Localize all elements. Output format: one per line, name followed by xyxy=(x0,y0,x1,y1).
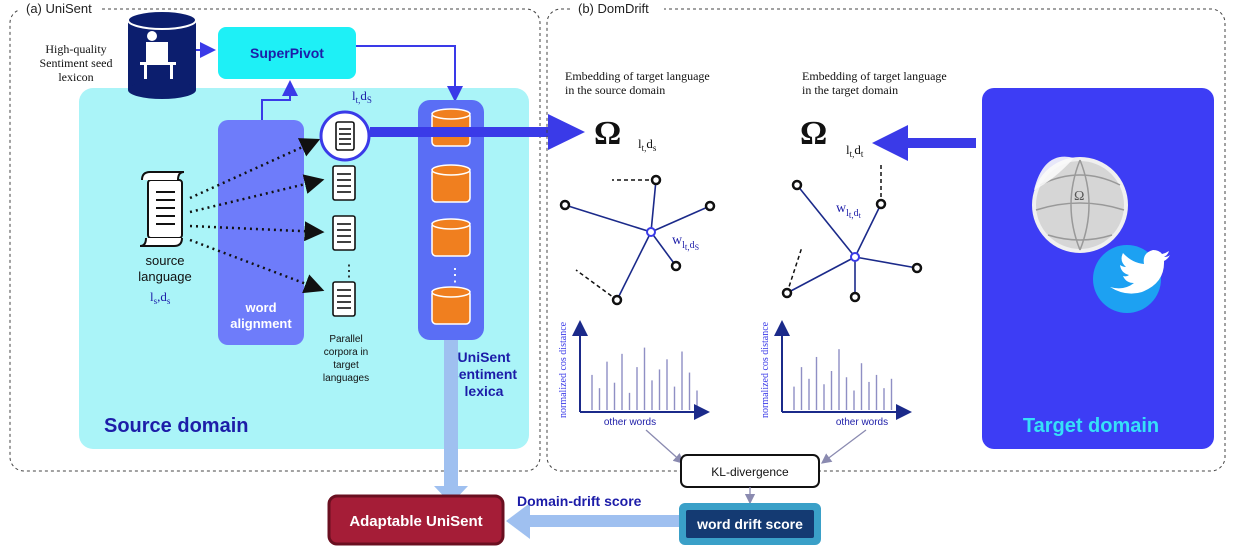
superpivot-box xyxy=(218,27,356,79)
source-embedding-graph xyxy=(559,174,716,306)
omega-target-sub: lt,dt xyxy=(846,142,864,159)
source-language-label-1: source xyxy=(145,253,184,268)
target-corpus-scroll-icon xyxy=(335,121,355,151)
wikipedia-globe-icon: Ω xyxy=(1032,156,1128,253)
target-to-embedding-arrow xyxy=(906,138,976,148)
seed-label-2: Sentiment seed xyxy=(40,56,113,70)
word-drift-score-box xyxy=(686,510,814,538)
scroll-vdots: ⋮ xyxy=(341,263,357,280)
parallel-label-2: corpora in xyxy=(324,347,368,358)
parallel-label-4: languages xyxy=(323,373,369,384)
omega-source-symbol: Ω xyxy=(594,115,621,152)
source-language-label-2: language xyxy=(138,269,192,284)
source-hist-to-kl-arrow xyxy=(645,429,684,464)
adaptable-unisent-label: Adaptable UniSent xyxy=(349,513,482,530)
source-histogram xyxy=(591,347,698,410)
source-hist-x-label: other words xyxy=(604,417,656,428)
emb-target-label-2: in the target domain xyxy=(802,83,898,97)
panel-a-frame xyxy=(9,8,541,472)
seed-label-1: High-quality xyxy=(45,42,106,56)
twitter-bird-icon xyxy=(1093,245,1170,313)
emb-target-label-1: Embedding of target language xyxy=(802,69,947,83)
target-domain-label: Target domain xyxy=(1023,415,1159,437)
word-drift-score-label: word drift score xyxy=(696,516,803,532)
omega-source-sub: lt,ds xyxy=(638,136,657,153)
svg-text:Ω: Ω xyxy=(1074,189,1084,204)
w-source-label: wlt,dS xyxy=(672,233,699,252)
omega-target-symbol: Ω xyxy=(800,115,827,152)
source-domain-label: Source domain xyxy=(104,415,248,437)
emb-source-label-1: Embedding of target language xyxy=(565,69,710,83)
target-embedding-graph xyxy=(781,162,923,303)
lexica-to-embedding-arrow xyxy=(370,127,550,137)
parallel-label-3: target xyxy=(333,360,359,371)
seed-lexicon-database-icon xyxy=(127,10,197,99)
adaptable-unisent-box xyxy=(327,494,505,546)
lexica-label-3: lexica xyxy=(465,383,504,399)
panel-b-title: (b) DomDrift xyxy=(578,1,649,16)
alignment-arrows xyxy=(189,138,325,294)
target-hist-x-label: other words xyxy=(836,417,888,428)
domain-drift-score-label: Domain-drift score xyxy=(517,493,642,509)
w-target-label: wlt,dt xyxy=(836,201,862,220)
emb-source-label-2: in the source domain xyxy=(565,83,665,97)
target-hist-to-kl-arrow xyxy=(820,429,867,464)
word-alignment-label-2: alignment xyxy=(230,316,292,331)
lexica-label-2: sentiment xyxy=(451,366,517,382)
drift-to-adaptable-arrow xyxy=(528,515,680,527)
panel-a-title: (a) UniSent xyxy=(26,1,92,16)
source-sub-label: ls,ds xyxy=(150,289,171,306)
target-histogram xyxy=(793,349,893,410)
kl-divergence-label: KL-divergence xyxy=(711,465,789,479)
panel-b-frame xyxy=(546,8,1226,472)
lexica-vdots: ⋮ xyxy=(446,265,464,285)
parallel-corpus-scrolls xyxy=(332,165,356,317)
lt-ds-label: lt,dS xyxy=(352,88,372,105)
superpivot-label: SuperPivot xyxy=(250,45,324,61)
word-alignment-label-1: word xyxy=(244,300,276,315)
lexica-label-1: UniSent xyxy=(458,349,511,365)
lexica-cylinders xyxy=(431,108,471,325)
lexica-to-adaptable-arrow xyxy=(444,340,458,488)
source-hist-y-label: normalized cos distance xyxy=(558,321,569,418)
source-language-scroll-icon xyxy=(139,171,185,247)
seed-label-3: lexicon xyxy=(58,70,93,84)
parallel-label-1: Parallel xyxy=(329,334,362,345)
target-hist-y-label: normalized cos distance xyxy=(760,321,771,418)
